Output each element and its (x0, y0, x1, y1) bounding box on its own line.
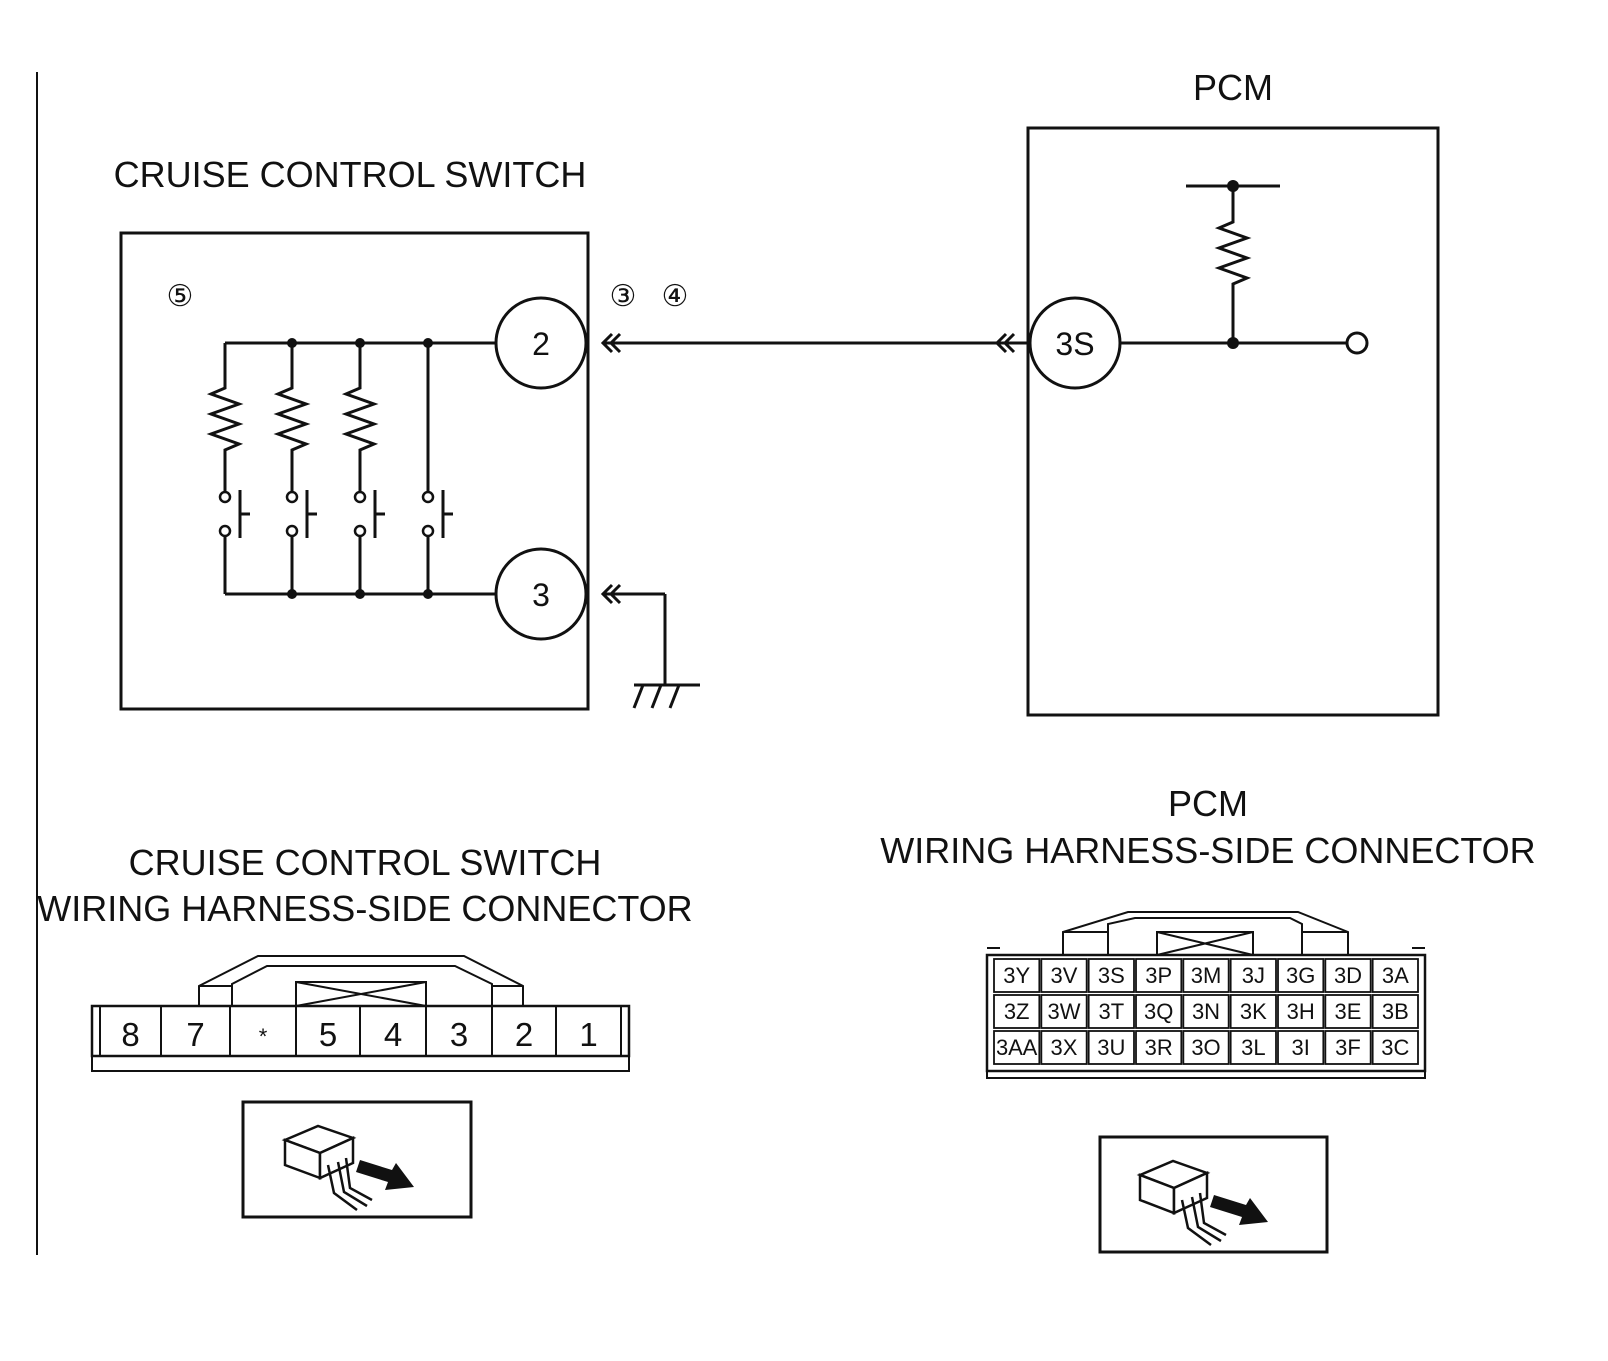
pcm-pin-label: 3W (1048, 999, 1081, 1024)
switch-pin-label: 4 (384, 1016, 402, 1053)
pcm-pin-cell (1087, 994, 1135, 1029)
pcm-pin-label: 3Q (1144, 999, 1173, 1024)
pcm-pin-cell (1135, 994, 1183, 1029)
pcm-pin-label: 3G (1286, 963, 1315, 988)
pcm-pin-label: 3K (1240, 999, 1267, 1024)
pcm-pin-cell (1182, 1030, 1230, 1065)
pcm-junction-bottom (1227, 337, 1239, 349)
pcm-box (1026, 126, 1440, 717)
pcm-pin-cell (1324, 958, 1372, 993)
pcm-pin-cell (1371, 1030, 1419, 1065)
pcm-pin-cell (1040, 958, 1088, 993)
pcm-pin-cell (1371, 958, 1419, 993)
pcm-pin-cell (1135, 958, 1183, 993)
pcm-pin-cell (1040, 994, 1088, 1029)
pcm-pin-label: 3E (1335, 999, 1362, 1024)
pcm-pin-cell (993, 958, 1041, 993)
pcm-title: PCM (1193, 67, 1273, 108)
switch-connector-title-line1: CRUISE CONTROL SWITCH (129, 842, 602, 883)
pcm-connector-title-line2: WIRING HARNESS-SIDE CONNECTOR (880, 830, 1535, 871)
pcm-pin-label: 3F (1335, 1035, 1361, 1060)
pcm-pin-cell (1277, 958, 1325, 993)
pcm-connector-view-icon (1098, 1135, 1329, 1254)
switch-title: CRUISE CONTROL SWITCH (114, 154, 587, 195)
pcm-connector-pins: 3Y 3V 3S 3P 3M 3J 3G 3D 3A 3Z 3W 3T 3Q 3N 3K 3H 3E 3B 3AA 3… (993, 958, 1419, 1065)
ground-symbol (632, 683, 700, 709)
switch-contacts (218, 490, 435, 538)
pcm-pin-label: 3M (1191, 963, 1222, 988)
switch-pin-label: 1 (579, 1016, 597, 1053)
pcm-pin-label: 3AA (996, 1035, 1038, 1060)
pcm-pin-label: 3T (1098, 999, 1124, 1024)
pcm-pin-label: 3R (1145, 1035, 1173, 1060)
pcm-pin-cell (1229, 994, 1277, 1029)
junction-dots (287, 338, 433, 599)
pcm-pin-label: 3Z (1004, 999, 1030, 1024)
switch-terminal-2-label: 2 (532, 326, 550, 362)
pcm-pin-label: 3V (1051, 963, 1078, 988)
switch-pin-label: 2 (515, 1016, 533, 1053)
pcm-pin-cell (1324, 994, 1372, 1029)
switch-internal-circuit (206, 341, 496, 596)
pcm-pin-label: 3J (1242, 963, 1265, 988)
pcm-pin-cell (1229, 1030, 1277, 1065)
pcm-input-terminal (1345, 331, 1369, 355)
pcm-pin-cell (1371, 994, 1419, 1029)
pcm-pin-label: 3S (1098, 963, 1125, 988)
switch-pin-label: 3 (450, 1016, 468, 1053)
pcm-pin-cell (1182, 994, 1230, 1029)
pcm-pin-cell (1040, 1030, 1088, 1065)
pcm-pullup-circuit (1120, 184, 1348, 345)
switch-pin-label: * (259, 1024, 268, 1049)
pcm-pin-cell (993, 1030, 1041, 1065)
pcm-connector-face (985, 911, 1427, 1079)
switch-connector-pins: 8 7 * 5 4 3 2 1 (121, 1006, 598, 1056)
pcm-pin-cell (1135, 1030, 1183, 1065)
pcm-pin-label: 3Y (1003, 963, 1030, 988)
step-marker-4: ④ (662, 280, 689, 313)
step-marker-5: ⑤ (167, 280, 194, 313)
pcm-pin-cell (993, 994, 1041, 1029)
pcm-pin-label: 3B (1382, 999, 1409, 1024)
pcm-connector-title-line1: PCM (1168, 783, 1248, 824)
pcm-pin-cell (1087, 1030, 1135, 1065)
switch-terminal-3 (494, 547, 588, 641)
pcm-pin-label: 3P (1145, 963, 1172, 988)
switch-connector-title-line2: WIRING HARNESS-SIDE CONNECTOR (37, 888, 692, 929)
switch-box (119, 231, 590, 711)
pcm-pin-label: 3O (1191, 1035, 1220, 1060)
pcm-pin-cell (1182, 958, 1230, 993)
pcm-pin-cell (1277, 1030, 1325, 1065)
ground-wire (600, 583, 667, 685)
switch-terminal-2 (494, 296, 588, 390)
pcm-pin-cell (1229, 958, 1277, 993)
switch-connector-view-icon (241, 1100, 473, 1219)
pcm-pin-cell (1277, 994, 1325, 1029)
pcm-terminal-3S-label: 3S (1055, 326, 1094, 362)
step-marker-3: ③ (610, 280, 637, 313)
pcm-pin-cell (1087, 958, 1135, 993)
switch-terminal-3-label: 3 (532, 577, 550, 613)
pcm-pin-label: 3I (1291, 1035, 1309, 1060)
pcm-pin-label: 3N (1192, 999, 1220, 1024)
pcm-pin-label: 3H (1287, 999, 1315, 1024)
switch-pin-label: 5 (319, 1016, 337, 1053)
pcm-pin-label: 3A (1382, 963, 1409, 988)
pcm-junction-top (1227, 180, 1239, 192)
pcm-pin-cell (1324, 1030, 1372, 1065)
switch-pin-label: 8 (121, 1016, 139, 1053)
pcm-pin-label: 3U (1097, 1035, 1125, 1060)
pcm-pin-label: 3L (1241, 1035, 1265, 1060)
pcm-pin-label: 3X (1051, 1035, 1078, 1060)
pcm-pin-label: 3D (1334, 963, 1362, 988)
switch-pin-label: 7 (186, 1016, 204, 1053)
pcm-pin-label: 3C (1381, 1035, 1409, 1060)
signal-wire (600, 332, 1030, 354)
